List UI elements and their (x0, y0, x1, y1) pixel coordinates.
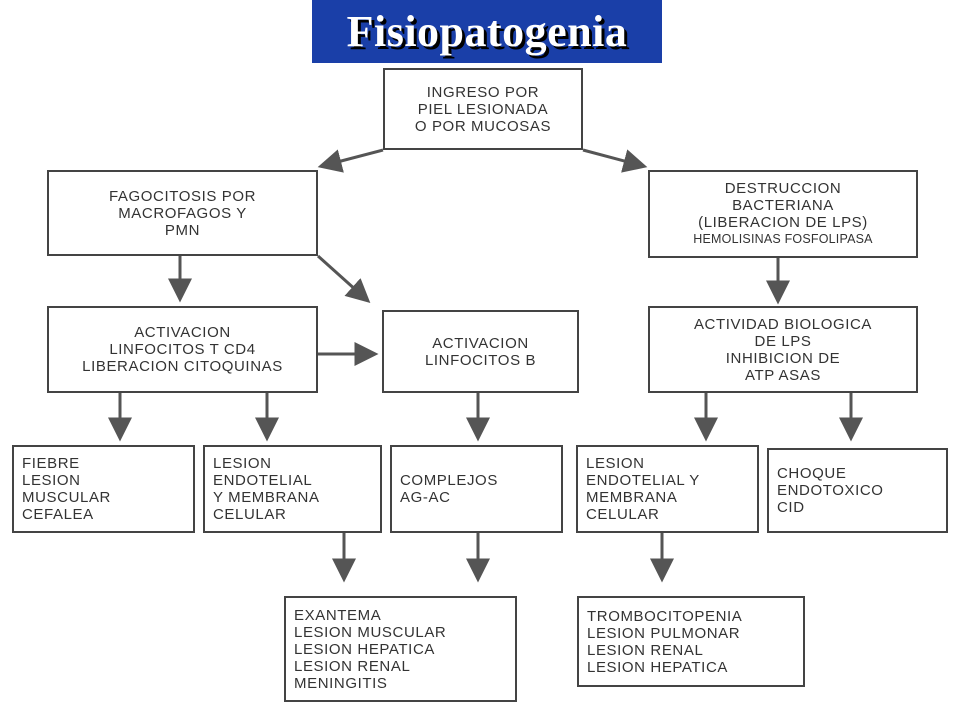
node-actividad-lps: ACTIVIDAD BIOLOGICA DE LPS INHIBICION DE… (648, 306, 918, 393)
node-fiebre: FIEBRE LESION MUSCULAR CEFALEA (12, 445, 195, 533)
page-title: Fisiopatogenia (312, 0, 662, 63)
arrow-ingreso-to-destruccion (582, 148, 648, 173)
node-activacion-b: ACTIVACION LINFOCITOS B (382, 310, 579, 393)
arrow-fagocitosis-to-activacion-b (316, 254, 371, 304)
node-complejos: COMPLEJOS AG-AC (390, 445, 563, 533)
node-activacion-t: ACTIVACION LINFOCITOS T CD4 LIBERACION C… (47, 306, 318, 393)
node-fagocitosis: FAGOCITOSIS POR MACROFAGOS Y PMN (47, 170, 318, 256)
node-lesion-endotelial: LESION ENDOTELIAL Y MEMBRANA CELULAR (203, 445, 382, 533)
node-choque: CHOQUE ENDOTOXICO CID (767, 448, 948, 533)
arrow-ingreso-to-fagocitosis (317, 148, 384, 173)
node-destruccion: DESTRUCCION BACTERIANA (LIBERACION DE LP… (648, 170, 918, 258)
node-ingreso: INGRESO POR PIEL LESIONADA O POR MUCOSAS (383, 68, 583, 150)
node-trombocitopenia: TROMBOCITOPENIA LESION PULMONAR LESION R… (577, 596, 805, 687)
node-lesion-endotelial-2: LESION ENDOTELIAL Y MEMBRANA CELULAR (576, 445, 759, 533)
node-exantema: EXANTEMA LESION MUSCULAR LESION HEPATICA… (284, 596, 517, 702)
